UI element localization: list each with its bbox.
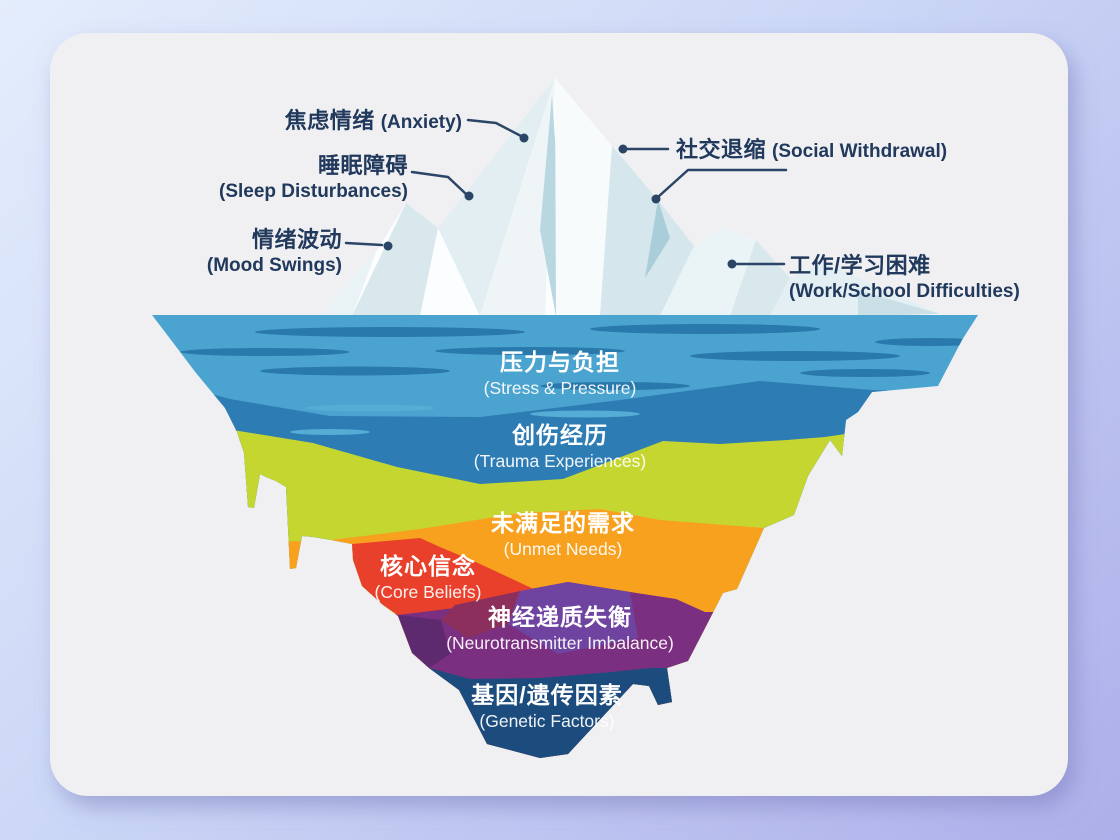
wave-streaks-light (290, 404, 640, 435)
label-stress-en: (Stress & Pressure) (483, 378, 637, 398)
connector-dot-social-a (618, 144, 628, 154)
label-neuro-en: (Neurotransmitter Imbalance) (446, 633, 674, 653)
label-neuro: 神经递质失衡 (Neurotransmitter Imbalance) (446, 606, 674, 653)
connector-dot-sleep (464, 191, 474, 201)
label-core-en: (Core Beliefs) (374, 582, 482, 602)
label-trauma: 创伤经历 (Trauma Experiences) (474, 424, 646, 471)
label-mood-en: (Mood Swings) (206, 255, 342, 277)
label-sleep-zh: 睡眠障碍 (317, 153, 408, 178)
label-stress: 压力与负担 (Stress & Pressure) (484, 351, 637, 398)
label-mood: 情绪波动 (Mood Swings) (207, 226, 342, 278)
connector-social-b (656, 168, 788, 199)
label-trauma-zh: 创伤经历 (512, 422, 608, 448)
label-genetic-zh: 基因/遗传因素 (471, 682, 623, 708)
label-genetic: 基因/遗传因素 (Genetic Factors) (471, 684, 622, 731)
connector-dot-anxiety (519, 133, 529, 143)
label-social-en: (Social Withdrawal) (772, 141, 948, 162)
connector-dot-social-b (651, 194, 661, 204)
connector-mood (344, 241, 384, 247)
label-social-zh: 社交退缩 (676, 137, 767, 162)
label-trauma-en: (Trauma Experiences) (473, 451, 647, 471)
label-core-zh: 核心信念 (379, 553, 476, 579)
connector-dot-work (727, 259, 737, 269)
label-unmet-zh: 未满足的需求 (491, 510, 635, 536)
label-core: 核心信念 (Core Beliefs) (375, 555, 482, 602)
label-unmet-en: (Unmet Needs) (503, 539, 623, 559)
purple-facets (398, 582, 638, 668)
label-social: 社交退缩(Social Withdrawal) (676, 136, 947, 164)
label-anxiety-en: (Anxiety) (380, 112, 462, 133)
label-work: 工作/学习困难 (Work/School Difficulties) (789, 252, 1020, 304)
label-sleep: 睡眠障碍 (Sleep Disturbances) (219, 152, 408, 204)
label-unmet: 未满足的需求 (Unmet Needs) (491, 512, 635, 559)
label-neuro-zh: 神经递质失衡 (487, 604, 632, 630)
label-anxiety: 焦虑情绪(Anxiety) (285, 107, 462, 135)
label-stress-zh: 压力与负担 (500, 349, 620, 375)
connector-dots (383, 133, 737, 269)
connectors (344, 118, 788, 266)
connector-sleep (410, 170, 468, 196)
label-mood-zh: 情绪波动 (251, 227, 342, 252)
label-sleep-en: (Sleep Disturbances) (219, 181, 408, 203)
connector-dot-mood (383, 241, 393, 251)
connector-anxiety (466, 118, 523, 138)
label-genetic-en: (Genetic Factors) (479, 711, 615, 731)
label-work-zh: 工作/学习困难 (789, 253, 931, 278)
wave-streaks-dark (180, 324, 978, 390)
label-anxiety-zh: 焦虑情绪 (284, 108, 375, 133)
label-work-en: (Work/School Difficulties) (789, 281, 1020, 303)
